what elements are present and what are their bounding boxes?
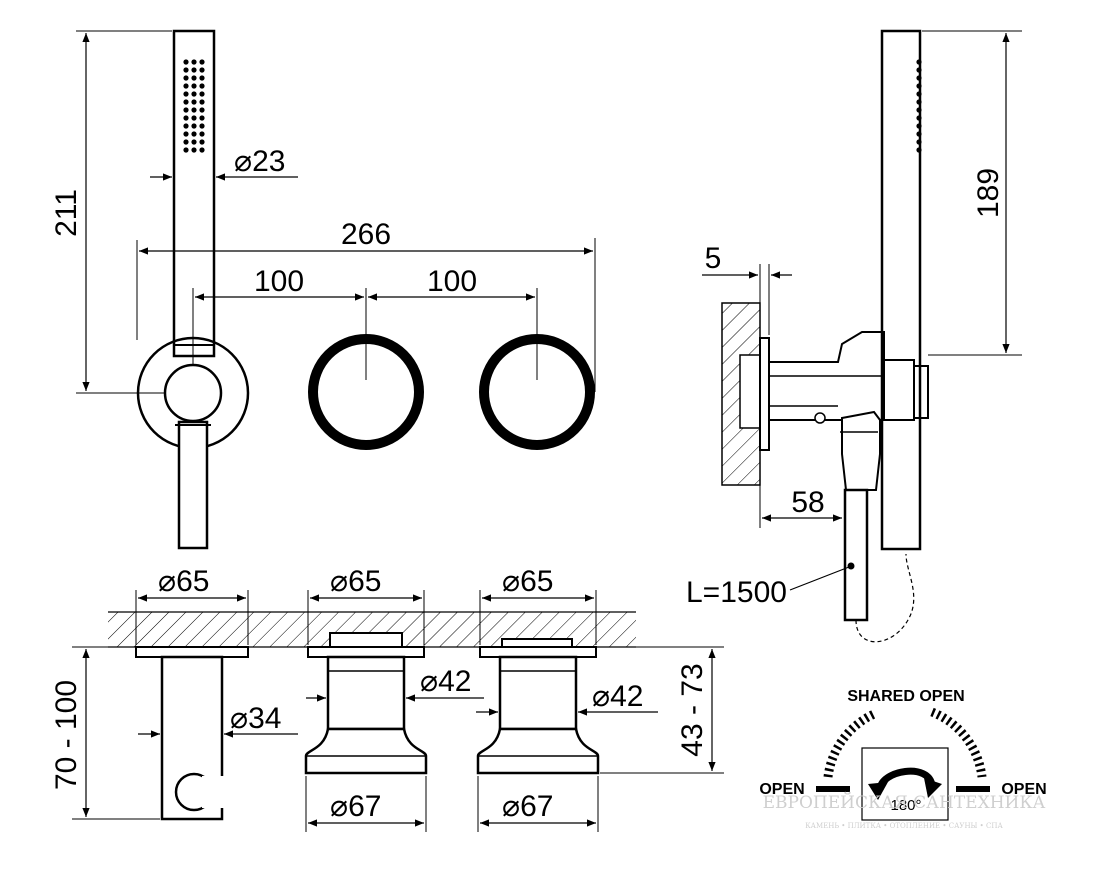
side-handshower — [880, 29, 922, 551]
rotation-legend: SHARED OPEN OPEN OPEN 180° — [759, 688, 1047, 821]
dim-34: 34 — [248, 702, 281, 735]
svg-text:⌀65: ⌀65 — [502, 565, 553, 598]
svg-text:⌀42: ⌀42 — [592, 680, 643, 713]
valve-center-section — [326, 655, 406, 731]
valve-right-section — [498, 655, 578, 731]
svg-text:⌀23: ⌀23 — [234, 145, 285, 178]
section-view — [108, 611, 636, 821]
watermark-subtitle: КАМЕНЬ • ПЛИТКА • ОТОПЛЕНИЕ • САУНЫ • СП… — [805, 822, 1003, 830]
watermark-title: ЕВРОПЕЙСКАЯ САНТЕХНИКА — [763, 792, 1046, 813]
dim-hose-length: L=1500 — [686, 576, 787, 609]
arc-left — [823, 709, 876, 778]
svg-text:⌀67: ⌀67 — [330, 790, 381, 823]
open-right-label: OPEN — [1001, 781, 1046, 798]
dim-100-left: 100 — [254, 265, 304, 298]
shared-open-label: SHARED OPEN — [847, 688, 964, 705]
side-view — [721, 29, 929, 643]
svg-text:⌀34: ⌀34 — [230, 702, 281, 735]
front-view — [136, 29, 595, 550]
dim-266: 266 — [341, 218, 391, 251]
handshower-body — [172, 29, 216, 358]
dim-67-1: 67 — [348, 790, 381, 823]
dim-65-3: 65 — [520, 565, 553, 598]
knob-right-section — [476, 727, 600, 775]
dim-23-symbol: ⌀ — [234, 145, 252, 178]
watermark: ЕВРОПЕЙСКАЯ САНТЕХНИКА КАМЕНЬ • ПЛИТКА •… — [763, 792, 1046, 830]
open-left-label: OPEN — [759, 781, 804, 798]
dim-42-2: 42 — [610, 680, 643, 713]
knob-center-section — [304, 727, 428, 775]
dim-42-1: 42 — [438, 665, 471, 698]
dim-211: 211 — [50, 189, 83, 237]
dim-65-3-symbol: ⌀ — [502, 565, 520, 598]
side-nozzle-dots — [916, 59, 922, 153]
dim-42-1-symbol: ⌀ — [420, 665, 438, 698]
dim-43-73: 43 - 73 — [676, 663, 709, 756]
dim-65-1: 65 — [176, 565, 209, 598]
section-dimensions: ⌀65 ⌀65 ⌀65 70 - 100 ⌀34 ⌀42 ⌀42 43 - 73 — [50, 565, 724, 832]
front-dimensions: 211 ⌀23 266 100 100 — [50, 30, 596, 394]
arc-right — [930, 707, 987, 778]
dim-5: 5 — [705, 242, 722, 275]
dim-67-2: 67 — [520, 790, 553, 823]
dim-189: 189 — [972, 168, 1005, 218]
svg-text:⌀42: ⌀42 — [420, 665, 471, 698]
hose — [843, 488, 869, 622]
angle-label: 180° — [890, 797, 921, 814]
side-flange — [759, 337, 770, 451]
svg-text:⌀67: ⌀67 — [502, 790, 553, 823]
dim-70-100: 70 - 100 — [50, 680, 83, 790]
svg-text:⌀65: ⌀65 — [330, 565, 381, 598]
side-dimensions: 189 5 58 L=1500 — [686, 30, 1022, 609]
dim-42-2-symbol: ⌀ — [592, 680, 610, 713]
hose-connector — [841, 410, 881, 491]
dim-65-2: 65 — [348, 565, 381, 598]
dim-23: 23 — [252, 145, 285, 178]
svg-text:⌀65: ⌀65 — [158, 565, 209, 598]
hose-outlet — [177, 420, 209, 550]
dim-100-right: 100 — [427, 265, 477, 298]
dim-34-symbol: ⌀ — [230, 702, 248, 735]
dim-65-1-symbol: ⌀ — [158, 565, 176, 598]
holder-knob — [163, 363, 223, 423]
dim-67-2-symbol: ⌀ — [502, 790, 520, 823]
nozzle-dots — [183, 59, 205, 153]
dim-65-2-symbol: ⌀ — [330, 565, 348, 598]
dim-67-1-symbol: ⌀ — [330, 790, 348, 823]
dim-58: 58 — [791, 486, 824, 519]
